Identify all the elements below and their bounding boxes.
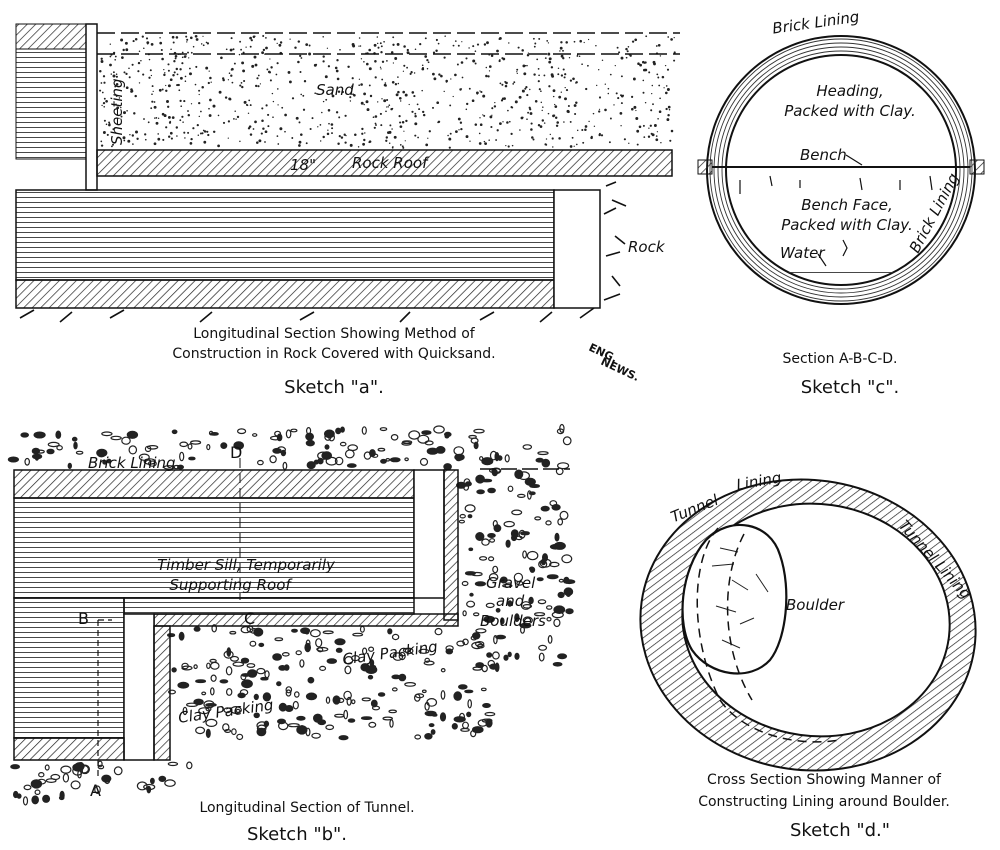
rock-texture xyxy=(19,181,627,323)
caption-d-line2: Constructing Lining around Boulder. xyxy=(698,794,950,810)
water-arrow xyxy=(817,253,827,267)
heading-label-1: Heading, xyxy=(816,82,883,100)
heading-opening-b xyxy=(413,469,445,599)
title-d: Sketch "d." xyxy=(790,820,890,841)
caption-c: Section A-B-C-D. xyxy=(782,351,897,367)
bench-face-marks xyxy=(739,175,933,257)
gravel-label: Gravel xyxy=(486,574,536,592)
title-c: Sketch "c". xyxy=(801,377,900,398)
stamp-news: NEWS. xyxy=(599,355,642,384)
title-a: Sketch "a". xyxy=(284,377,384,398)
rock-roof xyxy=(96,149,673,177)
sand-texture xyxy=(99,34,676,149)
bench-arrow xyxy=(845,154,863,166)
caption-d-line1: Cross Section Showing Manner of xyxy=(707,772,942,788)
lining-lower-b xyxy=(13,597,125,739)
roof-hatch-b xyxy=(153,613,459,627)
boulder-texture xyxy=(711,547,769,649)
point-a: A xyxy=(90,781,101,800)
sketch-d: Tunnel Lining Tunnel Lining Boulder Cros… xyxy=(639,468,977,841)
title-b: Sketch "b". xyxy=(247,824,347,845)
lining-upper-b xyxy=(13,497,415,599)
caption-a-line2: Construction in Rock Covered with Quicks… xyxy=(172,346,495,362)
original-lining-dashed-2 xyxy=(726,533,753,701)
top-hatch-b xyxy=(13,469,415,499)
point-d: D xyxy=(230,443,242,462)
bench-opening-b xyxy=(123,613,155,761)
water-layer xyxy=(760,268,920,276)
original-lining-dashed xyxy=(696,527,841,743)
boulders-label: Boulders xyxy=(480,612,546,630)
sketch-a: Sheeting Sand 18" Rock Roof Rock Longitu… xyxy=(15,23,680,398)
floor-hatch-b xyxy=(13,737,125,761)
sheeting-label: Sheeting xyxy=(108,78,126,145)
and-label: and xyxy=(496,592,525,610)
heading-opening-a xyxy=(553,189,601,309)
section-line-b xyxy=(97,619,112,780)
boulder xyxy=(681,524,788,675)
bench-face-label-1: Bench Face, xyxy=(801,196,893,214)
point-b: B xyxy=(78,609,89,628)
bench-label: Bench xyxy=(800,146,847,164)
bench-face-label-2: Packed with Clay. xyxy=(781,216,913,234)
timber-sill-label-2: Supporting Roof xyxy=(169,576,293,594)
rock-label: Rock xyxy=(628,238,666,256)
caption-a-line1: Longitudinal Section Showing Method of xyxy=(193,326,476,342)
left-wall-hatch xyxy=(15,23,87,50)
point-c: C xyxy=(244,609,255,628)
brick-lining-top-label: Brick Lining xyxy=(771,8,860,38)
boulder-label: Boulder xyxy=(786,596,845,614)
heading-label-2: Packed with Clay. xyxy=(784,102,916,120)
sheeting xyxy=(85,23,98,191)
rock-roof-label: Rock Roof xyxy=(352,154,430,172)
timber-sill-label-1: Timber Sill, Temporarily xyxy=(157,556,336,574)
bench-block-right xyxy=(969,159,985,175)
bench-block-left xyxy=(697,159,713,175)
sketch-c: Brick Lining Heading, Packed with Clay. … xyxy=(697,8,985,398)
tunnel-lining-a xyxy=(15,189,555,281)
heading-hatch-b xyxy=(443,469,459,621)
tunnel-floor-a xyxy=(15,279,555,309)
eighteen-inch-label: 18" xyxy=(290,156,316,174)
left-wall-lines xyxy=(15,48,87,160)
timber-sill xyxy=(123,597,415,615)
water-label: Water xyxy=(780,244,825,262)
gravel-texture xyxy=(7,423,576,806)
bench-hatch-b xyxy=(153,625,171,761)
caption-b: Longitudinal Section of Tunnel. xyxy=(199,800,414,816)
sand-label: Sand xyxy=(316,81,354,99)
brick-lining-label-b: Brick Lining xyxy=(88,454,176,472)
sketch-b: Brick Lining D B C A Timber Sill, Tempor… xyxy=(7,423,576,845)
